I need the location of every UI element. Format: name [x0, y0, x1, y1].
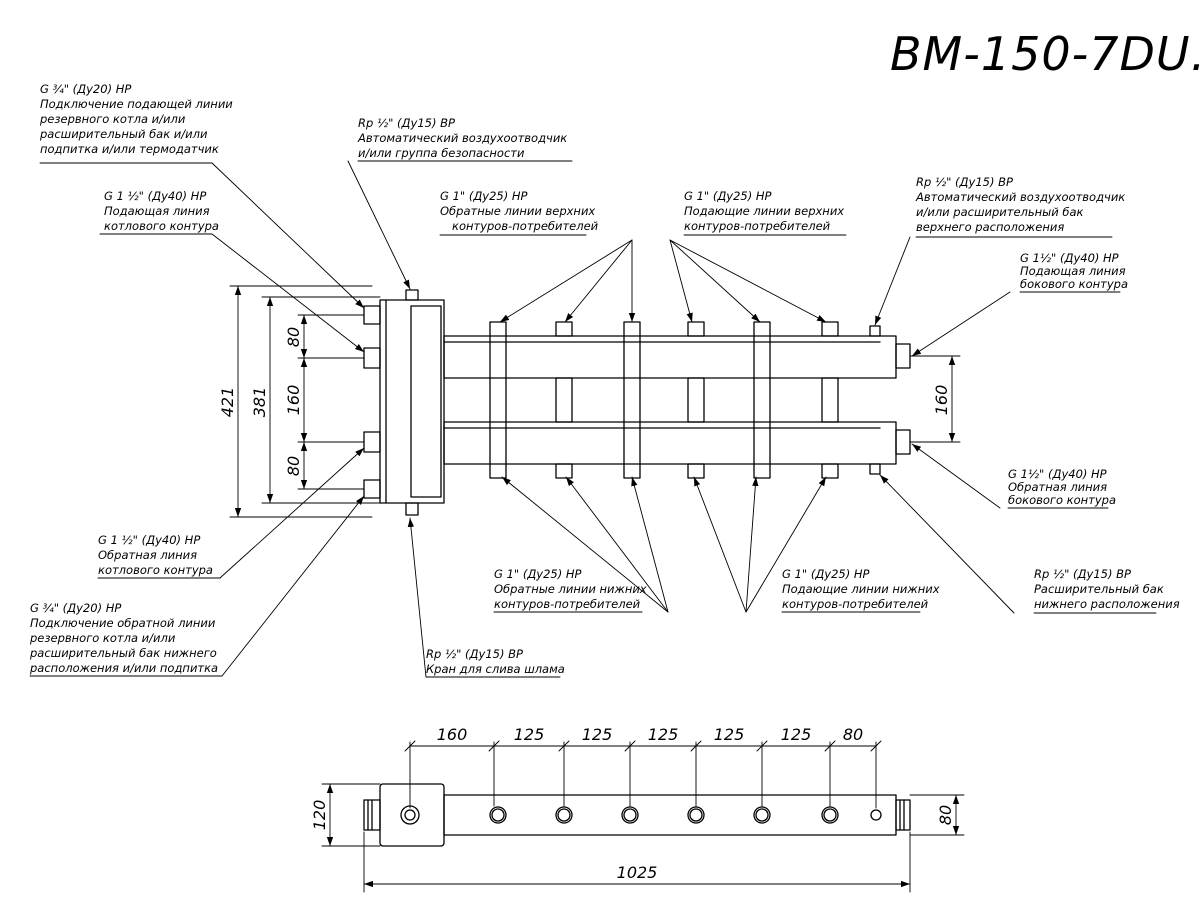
- riser-bottom-nipple-2: [555, 463, 573, 479]
- dim-381: 381: [250, 387, 269, 418]
- left-fitting-2: [363, 347, 381, 369]
- left-fitting-1: [363, 305, 381, 325]
- separator-top-nipple: [405, 289, 419, 301]
- right-bottom-nipple: [869, 463, 881, 475]
- front-view: [363, 289, 911, 516]
- right-upper-fitting: [895, 343, 911, 369]
- left-fitting-4: [363, 479, 381, 499]
- plan-port-4: [687, 806, 705, 824]
- dim-160-left: 160: [284, 385, 303, 416]
- right-top-nipple: [869, 325, 881, 337]
- riser-mid-4: [687, 377, 705, 423]
- plan-dimensions: [321, 740, 965, 893]
- plan-port-inner-1: [491, 808, 505, 822]
- callout-top-left-g34: G ¾" (Ду20) НР Подключение подающей лини…: [39, 82, 236, 156]
- dim-plan-height: 120: [310, 800, 329, 831]
- dim-80-top: 80: [284, 327, 303, 347]
- dim-spacing-7: 80: [843, 725, 863, 744]
- callout-top-g1-return: G 1" (Ду25) НР Обратные линии верхних ко…: [440, 189, 599, 233]
- separator-body: [379, 299, 445, 504]
- callout-top-rp12-air: Rp ½" (Ду15) ВР Автоматический воздухоот…: [357, 116, 571, 160]
- callout-left-g34-bottom: G ¾" (Ду20) НР Подключение обратной лини…: [29, 601, 221, 675]
- callout-left-g112-return: G 1 ½" (Ду40) НР Обратная линия котловог…: [98, 533, 213, 577]
- dim-spacing-1: 160: [437, 725, 468, 744]
- riser-mid-6: [821, 377, 839, 423]
- callout-bottom-rp12-drain: Rp ½" (Ду15) ВР Кран для слива шлама: [426, 647, 565, 676]
- dim-plan-depth: 80: [936, 805, 955, 825]
- plan-port-1: [489, 806, 507, 824]
- plan-port-inner-2: [557, 808, 571, 822]
- plan-port-3: [621, 806, 639, 824]
- callout-top-left-g112: G 1 ½" (Ду40) НР Подающая линия котловог…: [104, 189, 219, 233]
- leader-lines: [29, 160, 1157, 678]
- dim-spacing-6: 125: [781, 725, 812, 744]
- front-dimensions: [229, 285, 961, 518]
- callout-bottom-right-rp12: Rp ½" (Ду15) ВР Расширительный бак нижне…: [1034, 567, 1180, 611]
- plan-separator-port-outer: [400, 805, 420, 825]
- plan-port-inner-4: [689, 808, 703, 822]
- plan-dim-tick-1: [404, 740, 416, 752]
- front-dimension-labels: 421 381 80 160 80 160: [218, 327, 951, 476]
- dim-80-bottom: 80: [284, 456, 303, 476]
- riser-bottom-nipple-4: [687, 463, 705, 479]
- consumer-risers: [489, 321, 839, 479]
- plan-separator-port-inner: [404, 809, 416, 821]
- plan-dim-tick-8: [870, 740, 882, 752]
- plan-port-air-vent: [870, 809, 882, 821]
- callout-right-g112-return: G 1½" (Ду40) НР Обратная линия бокового …: [1008, 467, 1116, 507]
- right-lower-fitting: [895, 429, 911, 455]
- riser-top-nipple-2: [555, 321, 573, 337]
- callout-top-right-rp12: Rp ½" (Ду15) ВР Автоматический воздухоот…: [915, 175, 1129, 234]
- riser-top-nipple-6: [821, 321, 839, 337]
- plan-port-5: [753, 806, 771, 824]
- callout-right-g112-supply: G 1½" (Ду40) НР Подающая линия бокового …: [1020, 251, 1129, 291]
- dim-421: 421: [218, 387, 237, 418]
- callout-texts: G ¾" (Ду20) НР Подключение подающей лини…: [29, 82, 1180, 676]
- dim-160-right: 160: [932, 385, 951, 416]
- plan-port-inner-5: [755, 808, 769, 822]
- plan-header-body: [443, 794, 897, 836]
- riser-top-nipple-4: [687, 321, 705, 337]
- drawing-title: BM-150-7DU.21: [890, 27, 1200, 81]
- riser-long-1: [489, 321, 507, 479]
- riser-mid-2: [555, 377, 573, 423]
- riser-long-5: [753, 321, 771, 479]
- plan-port-6: [821, 806, 839, 824]
- plan-separator-box: [379, 783, 445, 847]
- separator-bottom-nipple: [405, 502, 419, 516]
- separator-inner: [410, 305, 442, 498]
- plan-dimension-labels: 120 80 1025 160 125 125 125 125 125 80: [310, 725, 955, 882]
- dim-plan-length: 1025: [617, 863, 658, 882]
- dim-spacing-2: 125: [514, 725, 545, 744]
- dim-spacing-5: 125: [714, 725, 745, 744]
- plan-right-fitting: [895, 799, 911, 831]
- riser-long-3: [623, 321, 641, 479]
- left-fitting-3: [363, 431, 381, 453]
- callout-bottom-g1-supply: G 1" (Ду25) НР Подающие линии нижних кон…: [782, 567, 943, 611]
- plan-port-2: [555, 806, 573, 824]
- plan-port-inner-3: [623, 808, 637, 822]
- plan-view: [363, 783, 911, 847]
- callout-top-g1-supply: G 1" (Ду25) НР Подающие линии верхних ко…: [684, 189, 848, 233]
- dim-spacing-4: 125: [648, 725, 679, 744]
- callout-bottom-g1-return: G 1" (Ду25) НР Обратные линии нижних кон…: [494, 567, 650, 611]
- riser-bottom-nipple-6: [821, 463, 839, 479]
- plan-ports: [489, 806, 882, 824]
- dim-spacing-3: 125: [582, 725, 613, 744]
- plan-port-inner-6: [823, 808, 837, 822]
